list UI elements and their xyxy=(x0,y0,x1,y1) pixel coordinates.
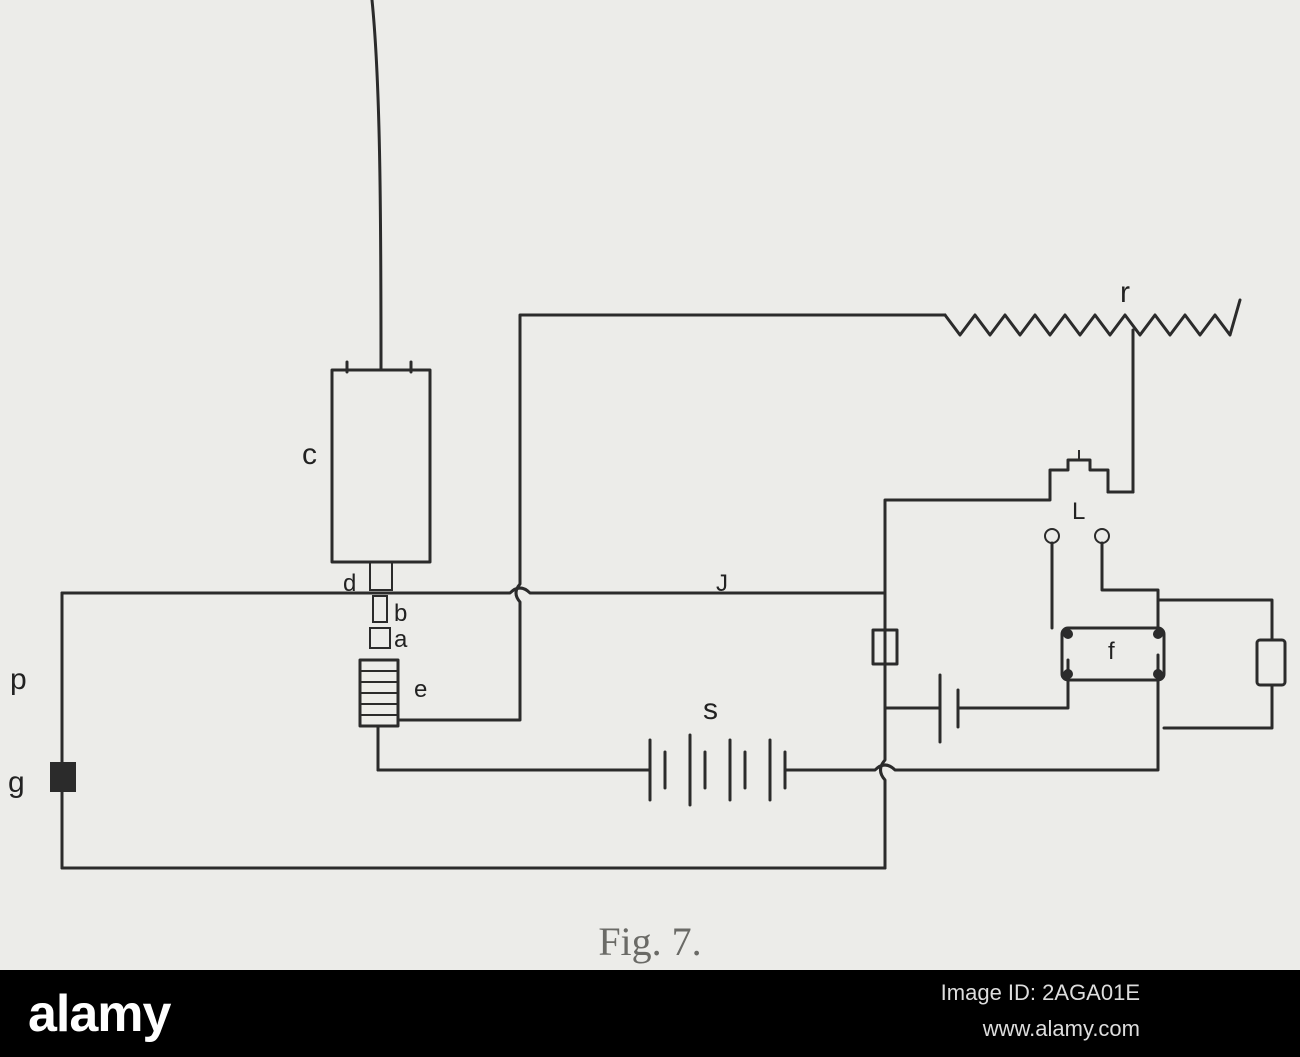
wire-to-resistance xyxy=(396,313,947,722)
coherer-end-d xyxy=(369,561,393,591)
watermark-bar: alamy Image ID: 2AGA01E www.alamy.com xyxy=(0,970,1300,1057)
contact-right xyxy=(1094,528,1110,544)
right-vertical xyxy=(879,490,1052,870)
contact-right-wire xyxy=(1100,541,1160,630)
label-f: f xyxy=(1108,638,1115,665)
brand-logo: alamy xyxy=(28,985,171,1043)
resistance-r xyxy=(943,298,1242,337)
terminal xyxy=(1153,629,1163,639)
tapper-head-a xyxy=(369,627,391,649)
site-url: www.alamy.com xyxy=(982,1016,1140,1041)
label-b: b xyxy=(394,600,408,627)
tapper-rod-b xyxy=(372,595,388,623)
relay-l xyxy=(1048,458,1110,494)
battery-wire-right xyxy=(783,653,1160,772)
terminal xyxy=(1063,629,1073,639)
condenser-box xyxy=(871,628,899,666)
local-cell-wire-right xyxy=(956,658,1070,710)
antenna-wire xyxy=(370,0,383,372)
label-p: p xyxy=(10,663,27,696)
right-device xyxy=(1255,638,1287,687)
right-loop xyxy=(1156,598,1274,642)
label-e: e xyxy=(414,676,428,703)
label-s: s xyxy=(703,693,718,726)
line-j xyxy=(60,586,887,595)
right-loop-lower xyxy=(1162,683,1274,730)
scanned-figure: c d b a e p g s r L f J Fig. 7. xyxy=(8,0,1287,964)
terminal xyxy=(1063,669,1073,679)
image-id: Image ID: 2AGA01E xyxy=(940,980,1140,1005)
contact-left xyxy=(1044,528,1060,544)
circuit-diagram xyxy=(50,0,1287,870)
instrument-f xyxy=(1060,626,1166,682)
label-c: c xyxy=(302,438,317,471)
label-l: L xyxy=(1072,498,1086,525)
terminal xyxy=(1153,669,1163,679)
figure-caption: Fig. 7. xyxy=(598,919,702,964)
label-g: g xyxy=(8,766,25,799)
coherer-tube xyxy=(330,368,432,564)
label-a: a xyxy=(394,626,408,653)
label-r: r xyxy=(1120,276,1130,309)
ground-plate-g xyxy=(50,762,76,792)
label-j: J xyxy=(716,570,728,597)
label-d: d xyxy=(343,570,357,597)
